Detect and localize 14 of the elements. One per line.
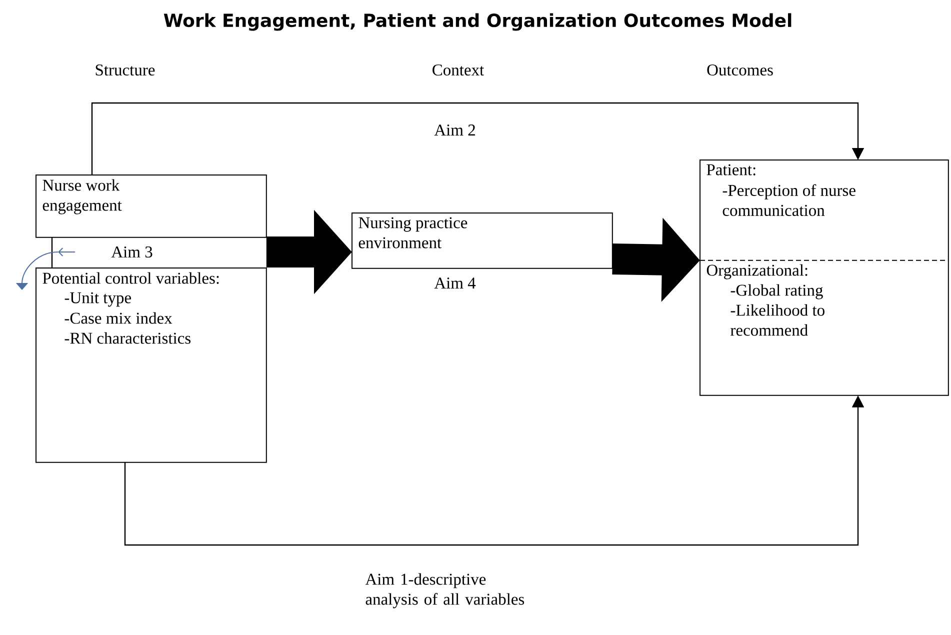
- column-heading: Outcomes: [707, 64, 773, 76]
- title: Work Engagement, Patient and Organization Outcomes Model: [164, 13, 792, 31]
- edge-label: Aim 2: [433, 124, 477, 136]
- column-heading: Context: [432, 64, 484, 76]
- process-box: Nurse work engagement: [36, 174, 267, 238]
- arrow: [91, 102, 864, 175]
- edge-label: Aim 3: [110, 245, 154, 259]
- aim-label: Aim 1-descriptive analysis of all variables: [365, 573, 524, 608]
- outcome-box: Organizational: -Global rating -Likelihood to recommend: [700, 260, 949, 396]
- connector-line: [51, 237, 53, 268]
- column-heading: Structure: [96, 64, 155, 76]
- process-box: Nursing practice environment: [352, 212, 613, 269]
- outcome-box: Patient: -Perception of nurse communication: [700, 160, 949, 261]
- variables-box: Potential control variables: -Unit type -Case mix index -RN characteristics: [36, 268, 267, 463]
